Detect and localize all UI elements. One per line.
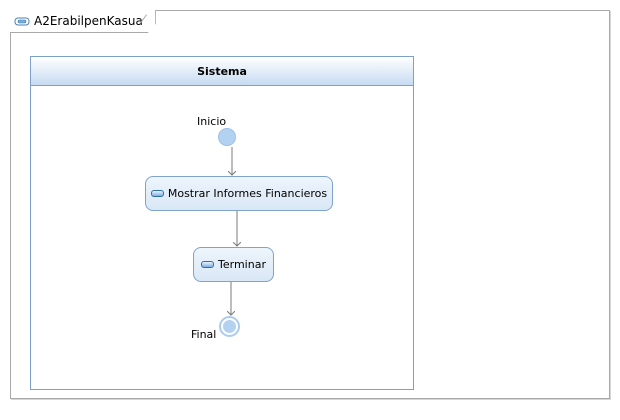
action-label: Mostrar Informes Financieros [167,187,328,200]
action-label: Terminar [218,258,266,271]
partition-header: Sistema [31,57,413,86]
action-mostrar-informes-financieros[interactable]: Mostrar Informes Financieros [145,176,333,211]
final-node[interactable] [219,316,240,337]
initial-node[interactable] [218,128,236,146]
partition-name: Sistema [197,64,247,78]
diagram-title: A2ErabilpenKasua [34,14,143,28]
start-node-label: Inicio [197,115,227,128]
final-node-label: Final [191,328,217,341]
action-node-icon [150,190,164,197]
action-terminar[interactable]: Terminar [193,247,274,282]
activity-diagram-icon [14,15,30,27]
diagram-frame-tab[interactable]: A2ErabilpenKasua [10,10,156,33]
action-node-icon [201,261,215,268]
